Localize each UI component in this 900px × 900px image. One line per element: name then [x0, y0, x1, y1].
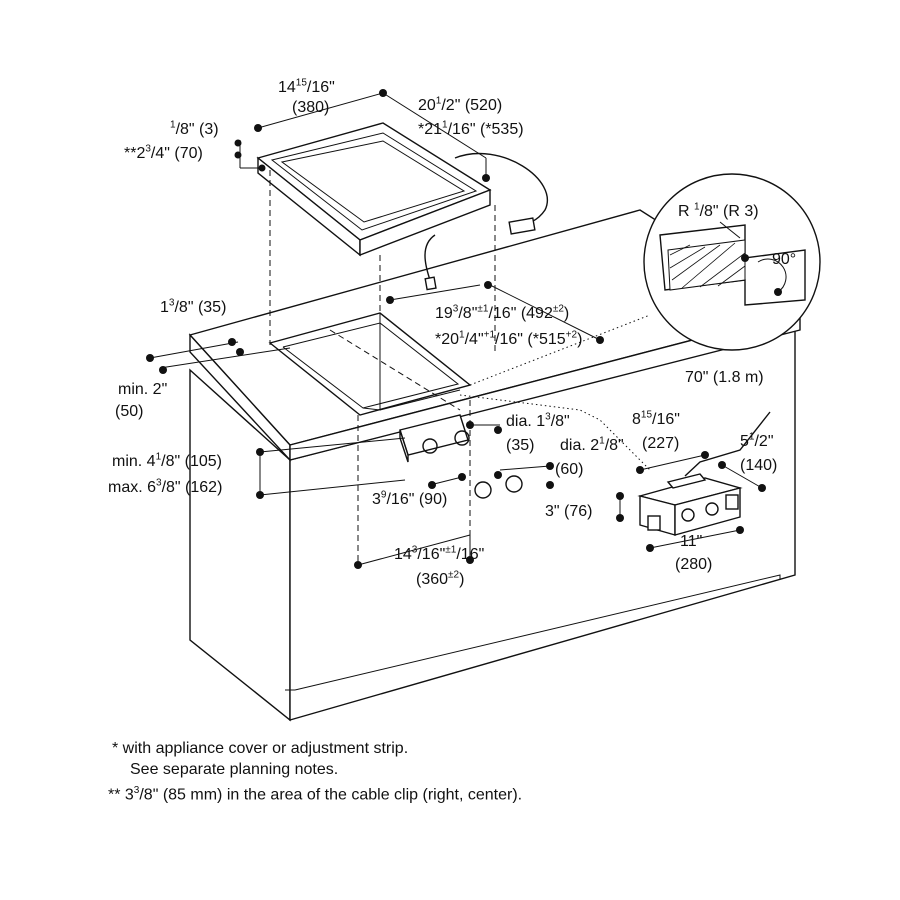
radius-label: R 1/8" (R 3)	[678, 201, 759, 220]
dim-depth-top-alt: *211/16" (*535)	[418, 119, 524, 138]
appliance-top	[256, 122, 548, 291]
dimension-lines	[149, 92, 763, 566]
dim-cable-length: 70" (1.8 m)	[685, 369, 764, 386]
footnote-1b: See separate planning notes.	[130, 761, 339, 778]
dim-knob-spacing: 39/16" (90)	[372, 489, 448, 508]
dim-dia-large: dia. 21/8"	[560, 435, 624, 454]
dim-dia-small: dia. 13/8"	[506, 411, 570, 430]
dim-min-front: min. 2"	[118, 381, 168, 398]
dim-width-top: 1415/16"	[278, 77, 335, 96]
footnotes: * with appliance cover or adjustment str…	[108, 738, 522, 805]
dim-width-top-mm: (380)	[292, 99, 330, 116]
dim-min-front-mm: (50)	[115, 403, 144, 420]
dim-box-length: 11"	[680, 533, 703, 550]
projection-lines	[269, 170, 651, 565]
dim-cutout-depth: 193/8"±1/16" (492±2)	[435, 303, 570, 322]
dimension-dots	[146, 89, 782, 569]
dim-max-knob: max. 63/8" (162)	[108, 477, 223, 496]
junction-box	[637, 411, 771, 536]
dim-height-top: **23/4" (70)	[124, 143, 203, 162]
dim-knob-offset: 143/16"±1/16"	[394, 544, 485, 563]
dim-box-depth-mm: (140)	[740, 457, 778, 474]
radius-detail	[643, 173, 821, 351]
dim-dia-large-mm: (60)	[555, 461, 584, 478]
dim-cutout-depth-alt: *201/4"+1/16" (*515+2)	[435, 329, 583, 348]
dim-knob-offset-mm: (360±2)	[416, 569, 465, 588]
footnote-2: ** 33/8" (85 mm) in the area of the cabl…	[108, 785, 523, 804]
dim-min-knob: min. 41/8" (105)	[112, 451, 222, 470]
dim-lip: 1/8" (3)	[170, 119, 219, 138]
dim-dia-small-mm: (35)	[506, 437, 535, 454]
angle-label: 90°	[772, 251, 797, 268]
dim-counter-thickness: 13/8" (35)	[160, 297, 227, 316]
dim-box-width-mm: (227)	[642, 435, 680, 452]
dim-box-length-mm: (280)	[675, 556, 713, 573]
dim-box-height: 3" (76)	[545, 503, 593, 520]
footnote-1: * with appliance cover or adjustment str…	[112, 740, 409, 757]
dim-box-depth: 51/2"	[740, 431, 774, 450]
dim-box-width: 815/16"	[632, 409, 680, 428]
dim-depth-top: 201/2" (520)	[418, 95, 503, 114]
